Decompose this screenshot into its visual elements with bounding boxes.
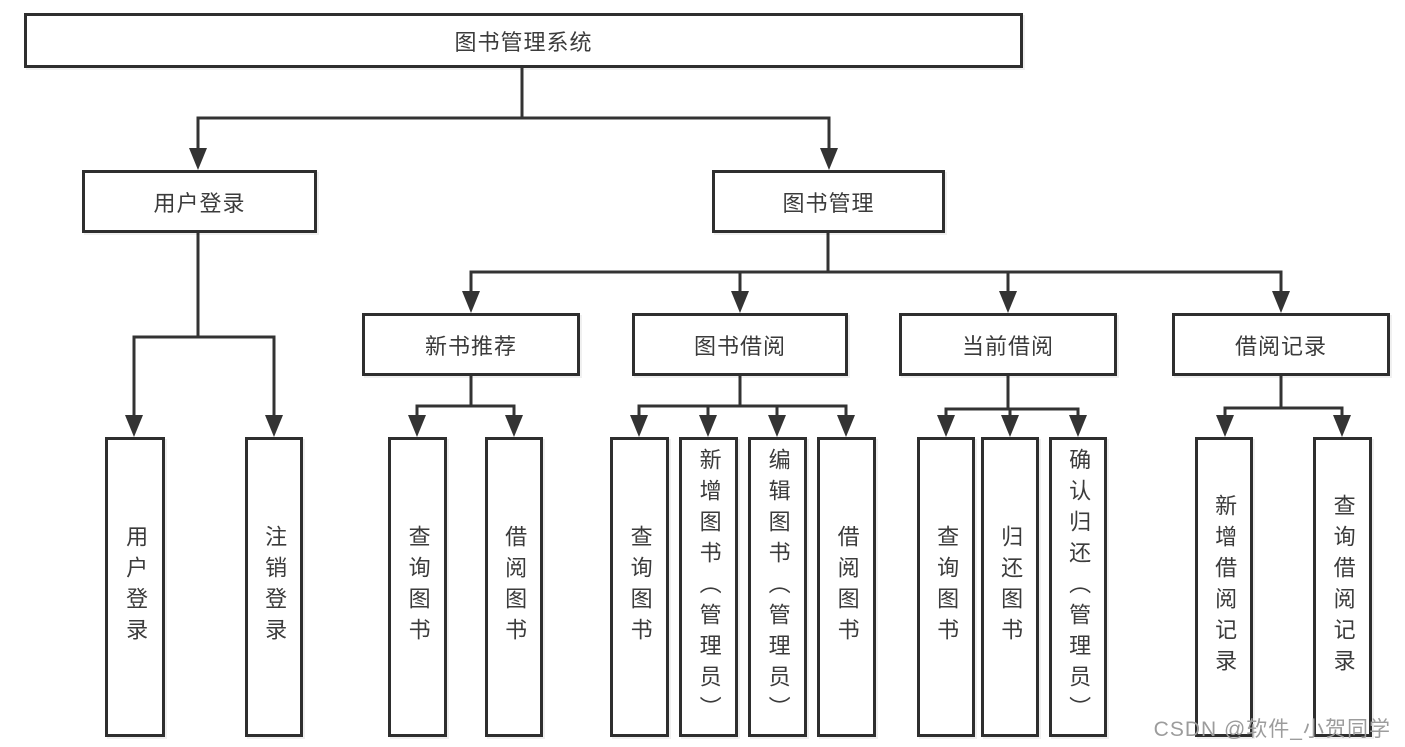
leaf-query-books-borrowing: 查询图书 [610, 437, 669, 737]
node-label: 借阅记录 [1234, 333, 1327, 359]
leaf-label: 查询图书 [627, 525, 653, 649]
leaf-label: 新增图书（管理员） [696, 447, 722, 727]
leaf-borrow-books-borrowing: 借阅图书 [817, 437, 876, 737]
node-borrowing-records: 借阅记录 [1172, 313, 1390, 376]
node-label: 新书推荐 [424, 333, 517, 359]
leaf-add-borrow-record: 新增借阅记录 [1195, 437, 1253, 737]
leaf-confirm-return-admin: 确认归还（管理员） [1049, 437, 1107, 737]
leaf-user-login: 用户登录 [105, 437, 165, 737]
leaf-borrow-books-recommend: 借阅图书 [485, 437, 543, 737]
leaf-label: 用户登录 [123, 525, 149, 649]
csdn-watermark: CSDN @软件_小贺同学 [1153, 718, 1391, 741]
node-book-management: 图书管理 [712, 170, 945, 233]
node-user-login: 用户登录 [82, 170, 317, 233]
leaf-query-books-recommend: 查询图书 [388, 437, 447, 737]
node-label: 用户登录 [153, 190, 246, 216]
node-label: 图书借阅 [693, 333, 786, 359]
node-label: 当前借阅 [961, 333, 1054, 359]
arrowheads [125, 148, 1351, 437]
node-library-management-system: 图书管理系统 [24, 13, 1023, 68]
leaf-label: 借阅图书 [834, 525, 860, 649]
node-label: 图书管理 [782, 190, 875, 216]
leaf-edit-books-admin: 编辑图书（管理员） [748, 437, 807, 737]
leaf-label: 查询图书 [405, 525, 431, 649]
leaf-query-borrow-record: 查询借阅记录 [1313, 437, 1372, 737]
leaf-label: 查询借阅记录 [1330, 494, 1356, 680]
leaf-label: 确认归还（管理员） [1066, 447, 1092, 727]
leaf-logout: 注销登录 [245, 437, 303, 737]
node-current-borrowing: 当前借阅 [899, 313, 1117, 376]
leaf-label: 编辑图书（管理员） [765, 447, 791, 727]
leaf-label: 新增借阅记录 [1212, 494, 1238, 680]
node-book-borrowing: 图书借阅 [632, 313, 848, 376]
leaf-label: 归还图书 [998, 525, 1024, 649]
leaf-label: 借阅图书 [502, 525, 528, 649]
node-label: 图书管理系统 [454, 29, 593, 55]
leaf-query-books-current: 查询图书 [917, 437, 975, 737]
leaf-label: 查询图书 [934, 525, 960, 649]
leaf-add-books-admin: 新增图书（管理员） [679, 437, 738, 737]
leaf-return-books: 归还图书 [981, 437, 1039, 737]
leaf-label: 注销登录 [262, 525, 288, 649]
node-new-book-recommend: 新书推荐 [362, 313, 580, 376]
